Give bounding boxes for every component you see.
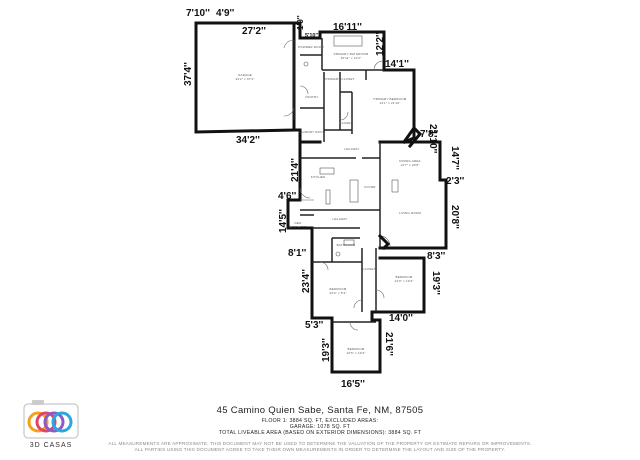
north-wing-walls	[292, 21, 416, 144]
disclaimer-line-2: ALL PARTIES USING THIS DOCUMENT AGREE TO…	[134, 447, 506, 452]
door-swing	[299, 187, 311, 199]
dim-label: 5'3''	[305, 320, 323, 331]
room-dims-primary-bedroom: 14'1" x 21'10"	[380, 101, 401, 105]
floor-area-text: FLOOR 1: 3884 sq. ft, EXCLUDED AREAS:	[261, 418, 379, 424]
vanity-fixture	[343, 239, 355, 246]
dim-label: 19'3''	[430, 271, 441, 295]
room-label-bedroom-3: BEDROOM	[348, 347, 365, 351]
door-swing	[339, 111, 349, 121]
central-core: HALLWAY DINING AREA 14'7" x 20'8" KITCHE…	[286, 140, 448, 251]
logo-text: 3D CASAS	[29, 442, 73, 449]
room-label-den: DEN	[295, 221, 302, 225]
room-dims-bedroom-2: 23'4" x 5'3"	[329, 291, 346, 295]
dim-label: 14'1''	[385, 59, 409, 70]
island-fixture	[349, 179, 359, 203]
room-label-primary-bedroom: PRIMARY BEDROOM	[374, 97, 407, 101]
dim-label: 37'4''	[183, 62, 194, 86]
core-walls	[378, 140, 448, 250]
door-swing	[375, 289, 385, 299]
dim-label: 7'8''	[420, 129, 438, 140]
room-label-living-room: LIVING ROOM	[399, 211, 422, 215]
liveable-area-text: TOTAL LIVEABLE AREA (BASED ON EXTERIOR D…	[218, 430, 422, 436]
dim-label: 14'5''	[278, 209, 289, 233]
dim-label: 14'0''	[389, 313, 413, 324]
room-label-bedroom-2: BEDROOM	[330, 287, 347, 291]
room-dims-bedroom-3: 16'5" x 19'3"	[346, 351, 365, 355]
room-label-primary-closet: PRIMARY CLOSET	[325, 77, 354, 81]
dim-label: 12'2''	[375, 32, 386, 56]
garage-area-text: GARAGE: 1078 sq. ft	[289, 424, 351, 430]
bathtub-fixture	[333, 35, 363, 47]
room-label-laundry-room: LAUNDRY ROOM	[299, 130, 326, 134]
dim-label: 34'2''	[236, 135, 260, 146]
room-label-pantry: PANTRY	[305, 95, 318, 99]
floor-plan: GARAGE 34'2" x 37'4" PRIMARY BATHROOM 16…	[183, 8, 464, 390]
brand-logo: 3D CASAS	[20, 398, 82, 458]
dim-label: 2'3''	[446, 176, 464, 187]
dim-label: 8'3''	[427, 251, 445, 262]
room-label-closet: CLOSET	[339, 121, 352, 125]
south-wing-walls	[298, 226, 426, 374]
room-label-closet-2: CLOSET	[362, 267, 375, 271]
dim-label: 5'10''	[305, 33, 319, 39]
fireplace-fixture	[391, 179, 399, 193]
dim-label: 8'1''	[288, 248, 306, 259]
room-dims-den: 14'5" x 8'1"	[289, 225, 306, 229]
room-label-bedroom-1: BEDROOM	[396, 275, 413, 279]
dim-label: 14'7''	[449, 146, 460, 170]
plan-footer: 45 Camino Quien Sabe, Santa Fe, NM, 8750…	[0, 400, 640, 460]
room-label-powder-room: POWDER ROOM	[298, 45, 324, 49]
dim-label: 27'2''	[242, 26, 266, 37]
counter-fixture	[319, 167, 335, 175]
door-swing	[319, 261, 329, 271]
garage-door-swing	[283, 39, 295, 49]
room-label-primary-bathroom: PRIMARY BATHROOM	[334, 52, 369, 56]
bay-window	[377, 233, 391, 251]
dim-label: 21'6''	[383, 332, 394, 356]
dim-label: 21'4''	[290, 158, 301, 182]
room-dims-primary-bathroom: 16'11" x 12'2"	[341, 56, 362, 60]
room-label-garage: GARAGE	[238, 73, 252, 77]
room-dims-bedroom-1: 14'0" x 19'3"	[394, 279, 413, 283]
toilet-fixture	[303, 61, 309, 67]
garage-area: GARAGE 34'2" x 37'4"	[194, 21, 296, 134]
dim-label: 16'11''	[333, 22, 362, 33]
room-dims-garage: 34'2" x 37'4"	[235, 77, 254, 81]
dim-label: 7'10''	[186, 8, 210, 19]
room-label-kitchen: KITCHEN	[311, 175, 326, 179]
door-swing	[349, 321, 359, 331]
dim-label: 4'9''	[216, 8, 234, 19]
door-swing	[373, 60, 384, 71]
dim-label: 19'3''	[321, 338, 332, 362]
room-label-hallway-2: HALLWAY	[332, 217, 347, 221]
dim-label: 21'10''	[427, 124, 438, 153]
north-wing: PRIMARY BATHROOM 16'11" x 12'2" POWDER R…	[292, 21, 423, 149]
dim-label: 4'6''	[278, 191, 296, 202]
core-west-walls	[286, 140, 302, 230]
room-label-hallway: HALLWAY	[344, 147, 359, 151]
property-address: 45 Camino Quien Sabe, Santa Fe, NM, 8750…	[216, 405, 424, 416]
camera-logo-icon	[23, 400, 79, 439]
dim-label: 23'4''	[301, 269, 312, 293]
door-swing	[353, 299, 363, 309]
garage-door-swing	[283, 107, 295, 117]
dim-label: 16'5''	[341, 379, 365, 390]
room-label-bathroom: BATHROOM	[337, 243, 356, 247]
dim-label: 20'8''	[449, 205, 460, 229]
room-label-dining-area: DINING AREA	[399, 159, 421, 163]
counter-fixture	[325, 189, 331, 205]
dim-label: 1'9''	[296, 15, 305, 30]
bay-window	[401, 125, 423, 149]
room-dims-dining-area: 14'7" x 20'8"	[400, 163, 419, 167]
toilet-fixture	[335, 251, 341, 257]
dimension-labels: 7'10'' 4'9'' 27'2'' 37'4'' 34'2'' 1'9'' …	[183, 8, 464, 390]
disclaimer-line-1: ALL MEASUREMENTS ARE APPROXIMATE. THIS D…	[108, 441, 532, 446]
door-swing	[299, 85, 309, 95]
room-label-foyer: FOYER	[364, 185, 376, 189]
south-wing: BATHROOM BEDROOM 14'0" x 19'3" BEDROOM 2…	[298, 226, 426, 374]
